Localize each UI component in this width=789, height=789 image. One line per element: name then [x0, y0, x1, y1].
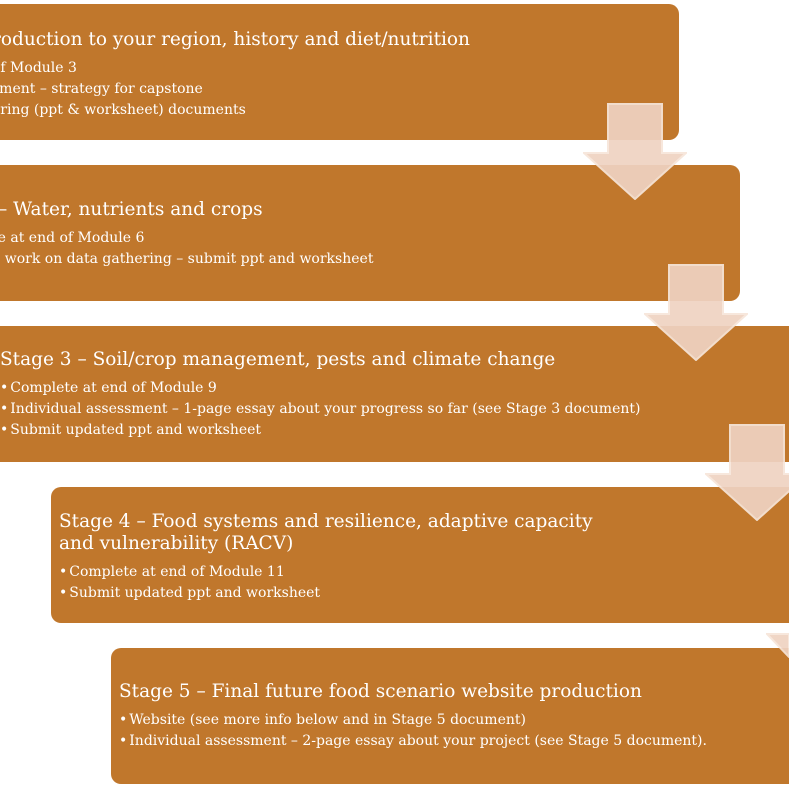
stage-5-item-1: Website (see more info below and in Stag…	[119, 710, 789, 731]
stage-2-item-2: e work on data gathering – submit ppt an…	[0, 251, 374, 267]
stage-5-item-2: Individual assessment – 2-page essay abo…	[119, 731, 789, 752]
stage-5-box: Stage 5 – Final future food scenario web…	[111, 648, 789, 784]
stage-4-bullets: Complete at end of Module 11 Submit upda…	[59, 562, 789, 604]
stage-3-item-1: Complete at end of Module 9	[0, 378, 789, 399]
stage-5-bullets: Website (see more info below and in Stag…	[119, 710, 789, 752]
stage-3-title: Stage 3 – Soil/crop management, pests an…	[0, 349, 556, 370]
stage-3-box: Stage 3 – Soil/crop management, pests an…	[0, 326, 789, 462]
stage-1-item-1: of Module 3	[0, 60, 77, 76]
down-arrow-icon	[644, 264, 748, 361]
stage-3-bullets: Complete at end of Module 9 Individual a…	[0, 378, 789, 441]
stage-2-box: – Water, nutrients and crops te at end o…	[0, 165, 740, 301]
stage-1-title: roduction to your region, history and di…	[0, 29, 470, 50]
stage-2-title: – Water, nutrients and crops	[0, 199, 263, 220]
stage-2-bullets: te at end of Module 6 e work on data gat…	[0, 228, 740, 270]
down-arrow-icon	[583, 103, 687, 200]
stage-2-item-1: te at end of Module 6	[0, 230, 145, 246]
stage-4-box: Stage 4 – Food systems and resilience, a…	[51, 487, 789, 623]
stage-1-item-2: sment – strategy for capstone	[0, 81, 203, 97]
down-arrow-icon	[705, 424, 789, 521]
stage-4-item-2: Submit updated ppt and worksheet	[59, 583, 789, 604]
stage-3-item-3: Submit updated ppt and worksheet	[0, 420, 789, 441]
stage-4-title: Stage 4 – Food systems and resilience, a…	[59, 511, 593, 554]
down-arrow-icon	[766, 633, 789, 658]
stage-1-item-3: ering (ppt & worksheet) documents	[0, 102, 246, 118]
stage-5-title: Stage 5 – Final future food scenario web…	[119, 681, 642, 702]
stage-1-box: roduction to your region, history and di…	[0, 4, 679, 140]
stage-1-bullets: of Module 3 sment – strategy for capston…	[0, 58, 679, 121]
stage-3-item-2: Individual assessment – 1-page essay abo…	[0, 399, 789, 420]
stage-4-item-1: Complete at end of Module 11	[59, 562, 789, 583]
